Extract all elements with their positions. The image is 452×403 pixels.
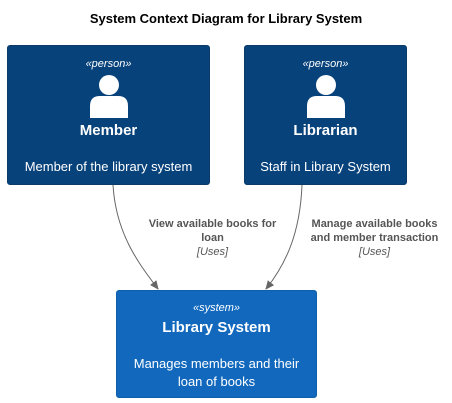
relation-label-member: View available books for loan [Uses] bbox=[130, 217, 295, 259]
system-stereotype: «system» bbox=[192, 302, 241, 314]
relation-label-librarian: Manage available books and member transa… bbox=[297, 217, 452, 259]
librarian-stereotype: «person» bbox=[302, 58, 349, 70]
librarian-description: Staff in Library System bbox=[260, 159, 391, 174]
relation-label-line: View available books for bbox=[148, 218, 277, 230]
member-description: Member of the library system bbox=[24, 159, 193, 174]
system-name: Library System bbox=[162, 319, 271, 336]
librarian-name: Librarian bbox=[293, 122, 358, 139]
system-description: Manages members and their loan of books bbox=[117, 355, 316, 391]
person-icon bbox=[89, 75, 128, 118]
system-description-line: loan of books bbox=[177, 374, 256, 389]
member-person-node[interactable]: «person» Member Member of the library sy… bbox=[7, 45, 210, 185]
member-name: Member bbox=[79, 122, 138, 139]
relation-label-line: and member transaction bbox=[310, 232, 439, 244]
edge-librarian-to-system bbox=[265, 184, 303, 290]
member-stereotype: «person» bbox=[85, 58, 132, 70]
system-description-line: Manages members and their bbox=[133, 356, 300, 371]
person-icon bbox=[306, 75, 345, 118]
relation-technology: [Uses] bbox=[358, 246, 391, 258]
relation-label-line: loan bbox=[201, 232, 224, 244]
diagram-title: System Context Diagram for Library Syste… bbox=[89, 11, 363, 26]
library-system-node[interactable]: «system» Library System Manages members … bbox=[116, 290, 317, 398]
librarian-person-node[interactable]: «person» Librarian Staff in Library Syst… bbox=[244, 45, 407, 185]
relation-label-line: Manage available books bbox=[311, 218, 438, 230]
relation-technology: [Uses] bbox=[196, 246, 229, 258]
edge-member-to-system bbox=[112, 184, 159, 290]
